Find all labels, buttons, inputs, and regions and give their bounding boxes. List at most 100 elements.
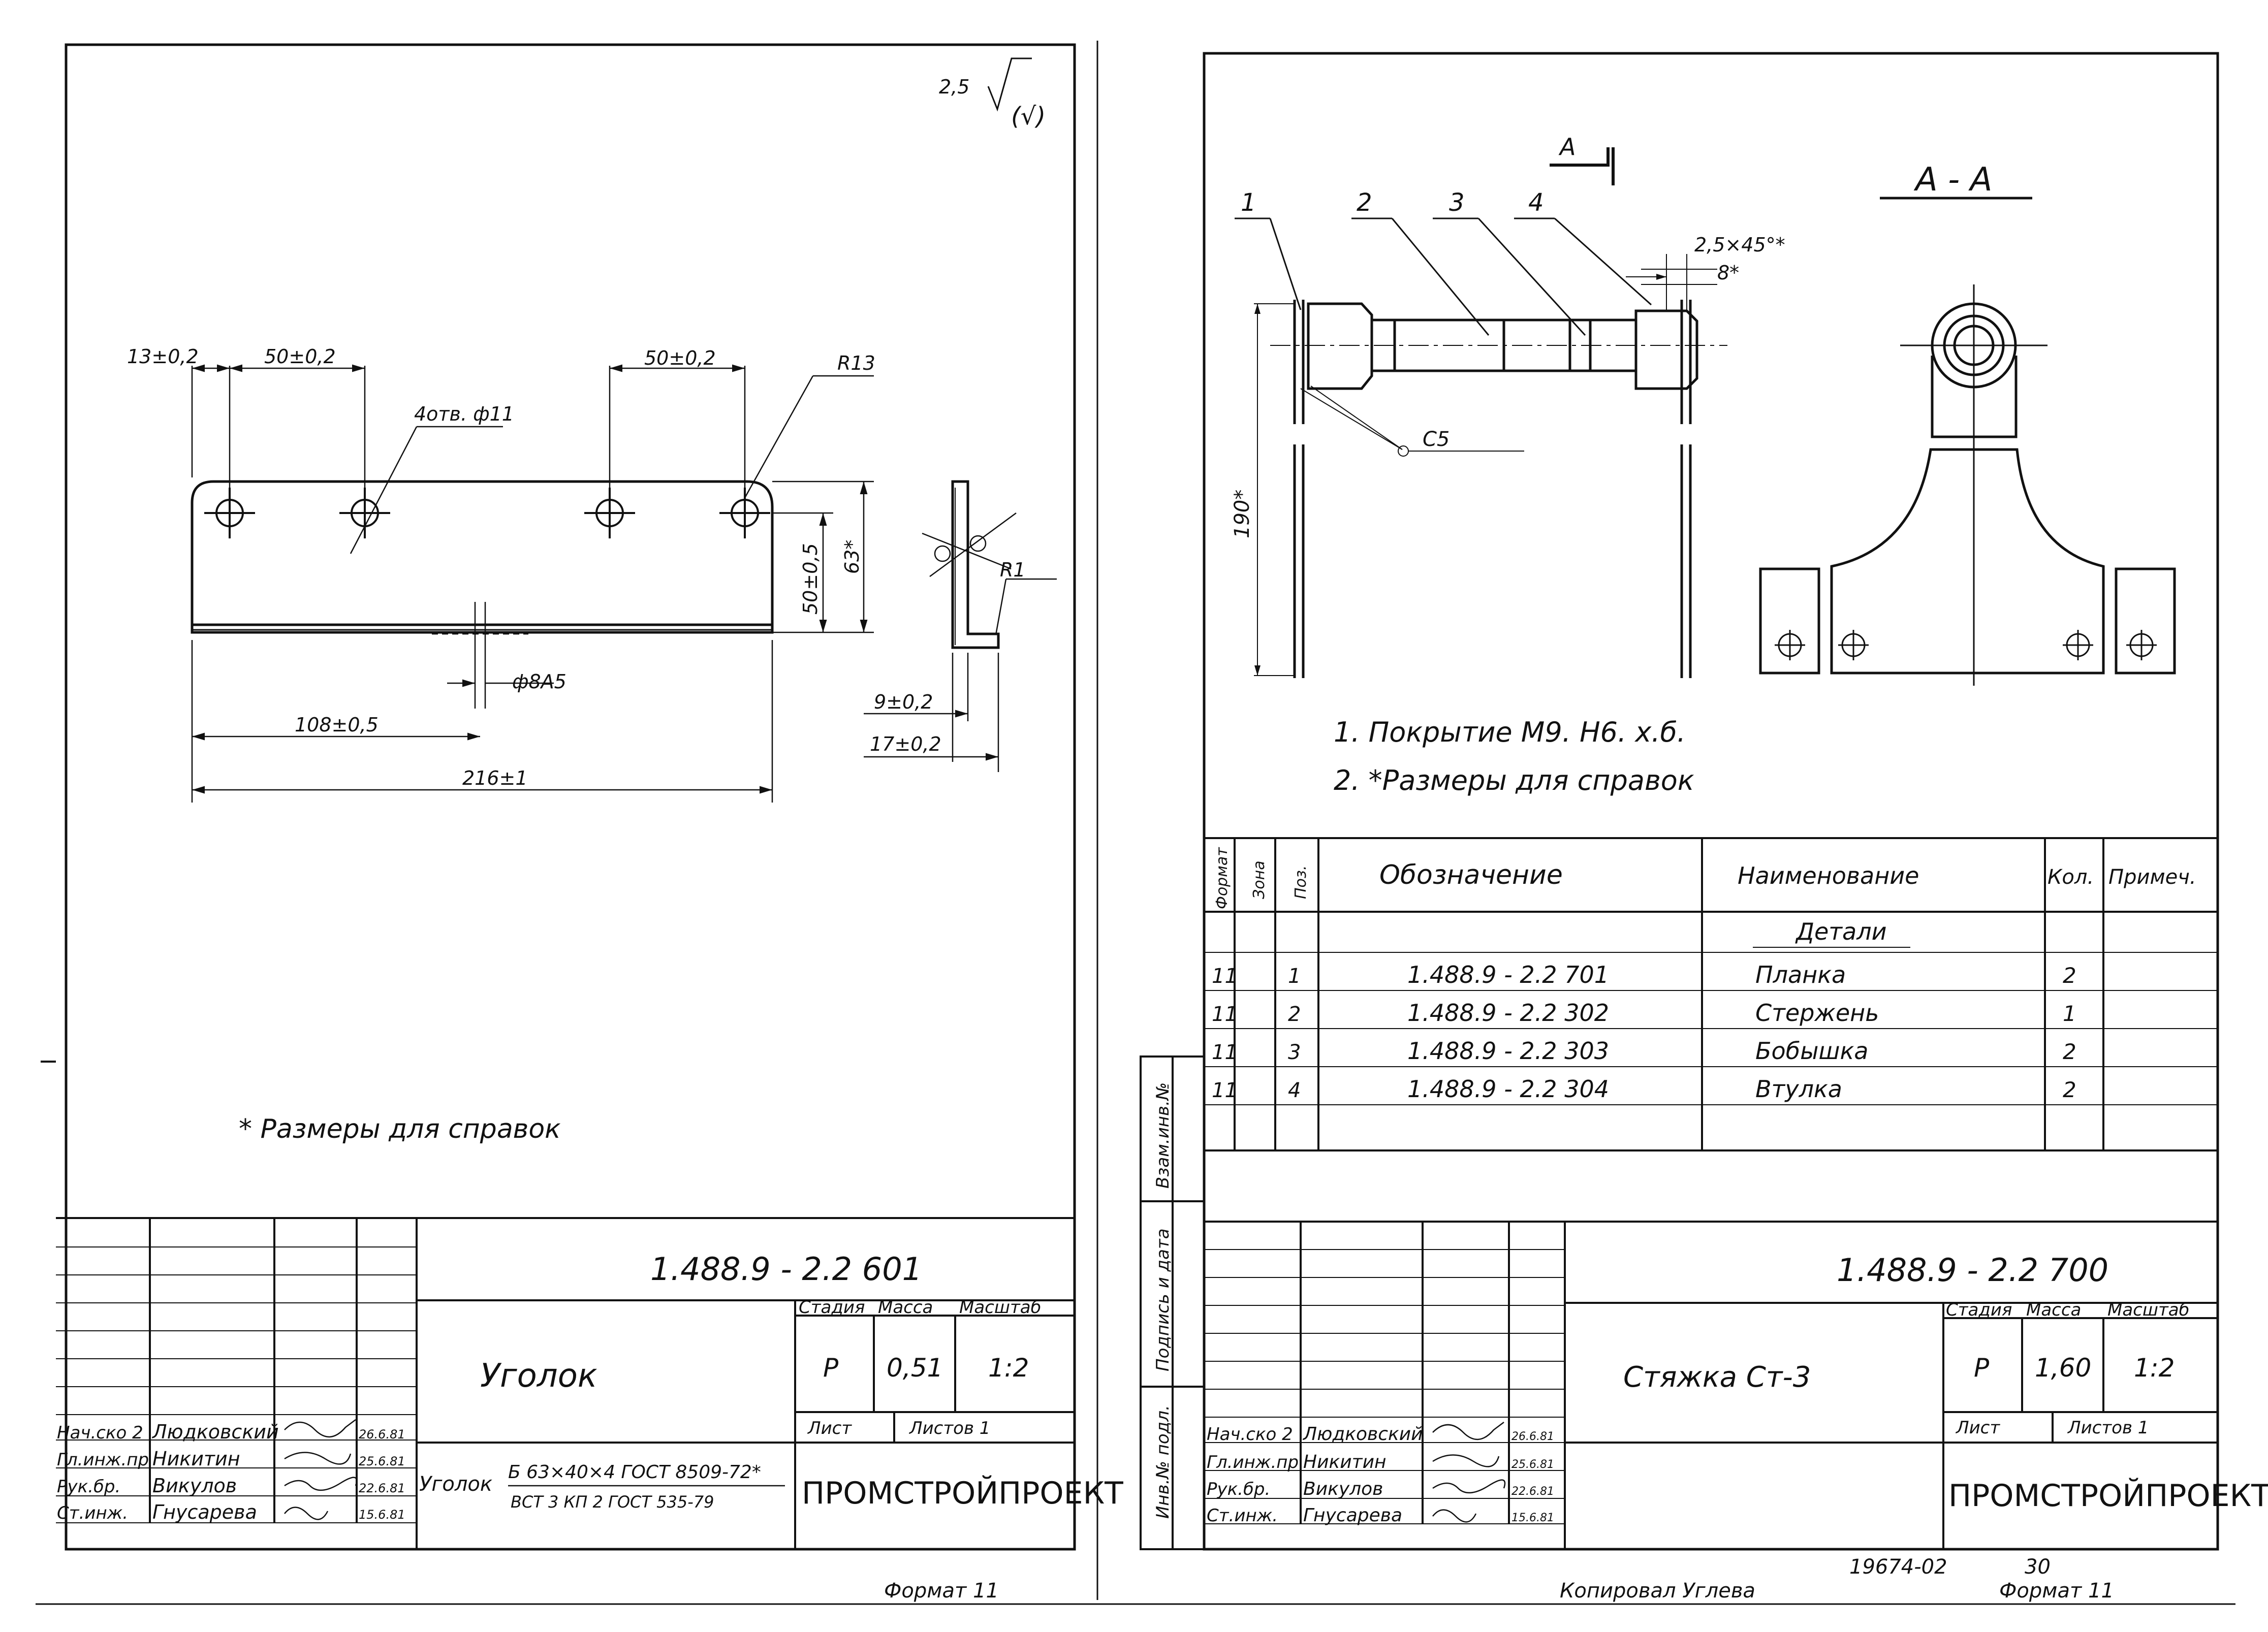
svg-text:Гл.инж.пр: Гл.инж.пр — [1207, 1452, 1299, 1473]
svg-text:1: 1 — [2063, 1001, 2076, 1026]
right-name: Стяжка Ст-3 — [1623, 1361, 1811, 1394]
left-format: Формат 11 — [884, 1579, 999, 1603]
svg-text:25.6.81: 25.6.81 — [359, 1454, 405, 1468]
svg-text:2: 2 — [2063, 1077, 2076, 1102]
side-inv: Инв.№ подл. — [1153, 1405, 1173, 1519]
roughness-icon — [987, 57, 1032, 112]
roughness-value: 2,5 — [939, 76, 969, 98]
svg-text:1.488.9 - 2.2 302: 1.488.9 - 2.2 302 — [1407, 999, 1609, 1027]
svg-text:Стержень: Стержень — [1755, 999, 1879, 1027]
right-signatures — [1432, 1422, 1506, 1523]
left-material-name: Уголок — [419, 1473, 492, 1496]
svg-text:Бобышка: Бобышка — [1755, 1037, 1868, 1065]
table-row: 11 2 1.488.9 - 2.2 302 Стержень 1 — [1212, 999, 2076, 1027]
dim-190: 190* — [1231, 490, 1254, 538]
right-mass-label: Масса — [2026, 1300, 2081, 1320]
svg-text:22.6.81: 22.6.81 — [359, 1481, 405, 1495]
side-strip — [1140, 1055, 1205, 1550]
left-mass-label: Масса — [878, 1297, 933, 1318]
dim-r1: R1 — [1000, 559, 1026, 581]
svg-text:Гнусарева: Гнусарева — [1303, 1505, 1402, 1526]
svg-text:Никитин: Никитин — [152, 1448, 240, 1470]
weld-mark: С5 — [1423, 428, 1450, 451]
right-mass: 1,60 — [2035, 1353, 2091, 1383]
left-sheets-label: Листов 1 — [908, 1418, 990, 1438]
left-sheet: 2,5 (√) 13±0,2 50±0,2 — [56, 43, 1123, 1603]
svg-text:26.6.81: 26.6.81 — [1511, 1430, 1554, 1443]
copied-by: Копировал Углева — [1560, 1579, 1755, 1603]
archive-no: 19674-02 — [1849, 1555, 1947, 1579]
left-org: ПРОМСТРОЙПРОЕКТ — [802, 1475, 1123, 1511]
svg-text:1: 1 — [1288, 965, 1301, 988]
svg-text:2: 2 — [2063, 963, 2076, 988]
left-note: * Размеры для справок — [239, 1114, 561, 1144]
dim-216: 216±1 — [462, 767, 528, 789]
svg-text:2: 2 — [1288, 1003, 1301, 1026]
page-no: 30 — [2025, 1555, 2051, 1579]
svg-text:4: 4 — [1288, 1079, 1301, 1102]
plate-outline — [191, 480, 774, 634]
svg-text:15.6.81: 15.6.81 — [359, 1508, 405, 1522]
left-material-top: Б 63×40×4 ГОСТ 8509-72* — [508, 1462, 761, 1483]
right-sheet: Инв.№ подл. Подпись и дата Взам.инв.№ А … — [1140, 52, 2268, 1603]
svg-text:Ст.инж.: Ст.инж. — [57, 1503, 128, 1523]
right-org: ПРОМСТРОЙПРОЕКТ — [1948, 1477, 2268, 1514]
svg-text:Нач.ско 2: Нач.ско 2 — [57, 1423, 143, 1443]
angle-section — [951, 480, 1000, 649]
hdr-zone: Зона — [1250, 860, 1268, 899]
left-signatures — [284, 1419, 358, 1520]
side-vzam: Взам.инв.№ — [1153, 1082, 1173, 1189]
svg-text:3: 3 — [1288, 1041, 1301, 1064]
dim-17: 17±0,2 — [870, 733, 941, 755]
holes-callout: 4отв. ф11 — [414, 403, 514, 425]
svg-text:11: 11 — [1212, 965, 1238, 988]
svg-text:Планка: Планка — [1755, 961, 1846, 988]
roughness-sub: (√) — [1011, 102, 1046, 131]
svg-text:26.6.81: 26.6.81 — [359, 1427, 405, 1442]
spec-section: Детали — [1795, 918, 1887, 945]
section-view — [1759, 302, 2176, 675]
dim-phi8: ф8A5 — [512, 670, 566, 693]
dim-108: 108±0,5 — [295, 714, 379, 736]
hdr-pos: Поз. — [1292, 866, 1310, 899]
svg-text:Втулка: Втулка — [1755, 1075, 1842, 1103]
right-scale-label: Масштаб — [2107, 1300, 2190, 1320]
left-name: Уголок — [480, 1357, 597, 1395]
left-mass: 0,51 — [887, 1353, 943, 1383]
rod-assembly — [1293, 300, 1698, 678]
dim-chamfer: 2,5×45°* — [1694, 234, 1785, 256]
table-row: 11 3 1.488.9 - 2.2 303 Бобышка 2 — [1212, 1037, 2076, 1065]
hdr-qty: Кол. — [2048, 866, 2094, 889]
section-title: А - А — [1913, 161, 1992, 199]
dim-63: 63* — [841, 540, 863, 574]
left-scale: 1:2 — [988, 1353, 1029, 1383]
dim-9: 9±0,2 — [874, 691, 933, 713]
callout-2: 2 — [1357, 188, 1372, 217]
hdr-format: Формат — [1213, 847, 1231, 909]
svg-text:Нач.ско 2: Нач.ско 2 — [1207, 1424, 1293, 1445]
svg-text:Людковский: Людковский — [1302, 1424, 1423, 1445]
right-sheet-label: Лист — [1955, 1418, 2000, 1438]
left-sheet-label: Лист — [807, 1418, 852, 1438]
plate-holes — [204, 488, 770, 538]
svg-text:15.6.81: 15.6.81 — [1511, 1512, 1554, 1524]
svg-text:Ст.инж.: Ст.инж. — [1207, 1506, 1278, 1526]
left-frame — [65, 43, 1076, 1551]
svg-text:1.488.9 - 2.2 303: 1.488.9 - 2.2 303 — [1407, 1037, 1609, 1065]
svg-text:Рук.бр.: Рук.бр. — [1207, 1479, 1270, 1499]
svg-text:1.488.9 - 2.2 304: 1.488.9 - 2.2 304 — [1407, 1075, 1609, 1103]
svg-text:Викулов: Викулов — [152, 1475, 237, 1497]
svg-text:1.488.9 - 2.2 701: 1.488.9 - 2.2 701 — [1407, 961, 1609, 988]
svg-text:Людковский: Людковский — [151, 1421, 279, 1443]
table-row: 11 4 1.488.9 - 2.2 304 Втулка 2 — [1212, 1075, 2076, 1103]
svg-text:11: 11 — [1212, 1079, 1238, 1102]
svg-text:11: 11 — [1212, 1003, 1238, 1026]
callout-3: 3 — [1449, 188, 1465, 217]
svg-text:22.6.81: 22.6.81 — [1511, 1485, 1554, 1498]
callout-4: 4 — [1528, 188, 1544, 217]
right-format: Формат 11 — [1999, 1579, 2114, 1603]
right-stage-label: Стадия — [1946, 1300, 2012, 1320]
hdr-note: Примеч. — [2108, 866, 2196, 889]
svg-text:Викулов: Викулов — [1303, 1479, 1383, 1499]
right-frame — [1203, 52, 2219, 1551]
